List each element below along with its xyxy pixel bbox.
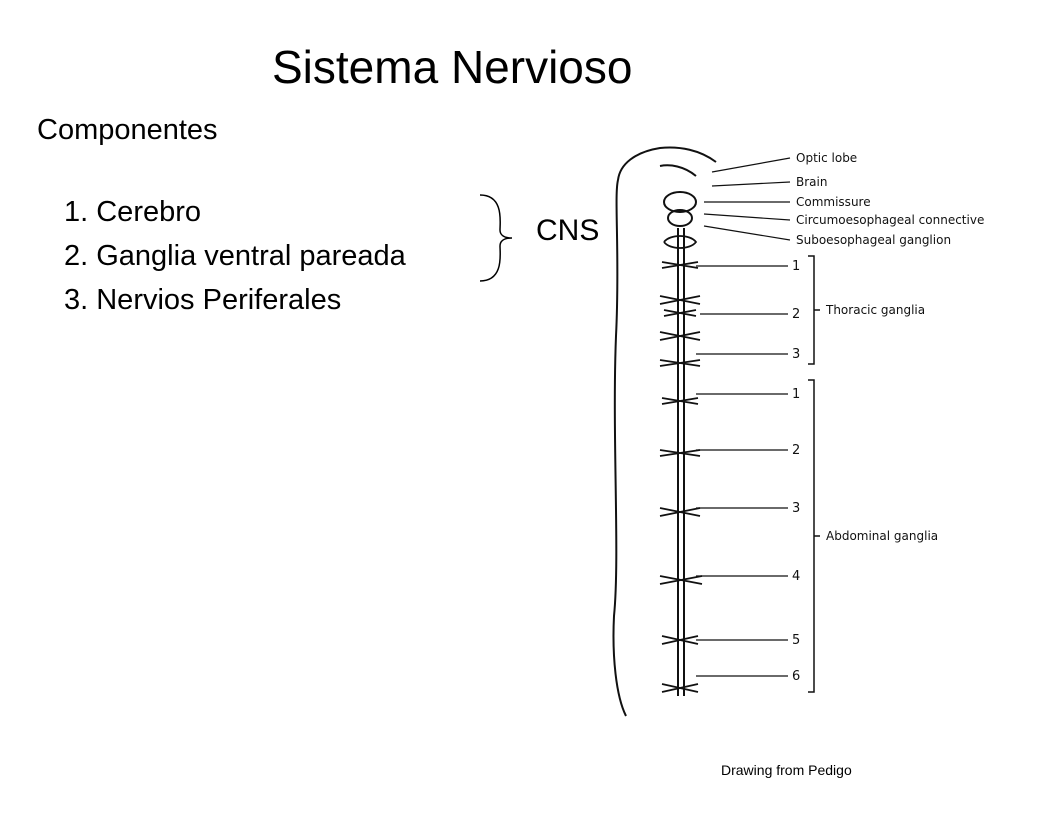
abdominal-number: 6 [792, 669, 800, 684]
slide-title: Sistema Nervioso [272, 41, 633, 93]
list-item: 2. Ganglia ventral pareada [64, 240, 406, 272]
label-thoracic-ganglia: Thoracic ganglia [825, 303, 925, 317]
list-item: 1. Cerebro [64, 196, 202, 228]
nervous-system-diagram: Optic lobe Brain Commissure Circumoesoph… [612, 146, 984, 717]
curly-brace-icon [479, 194, 513, 282]
abdominal-number: 5 [792, 633, 800, 648]
abdominal-number: 4 [792, 569, 800, 584]
label-abdominal-ganglia: Abdominal ganglia [826, 529, 938, 543]
nerve-cord [677, 228, 685, 696]
cns-label: CNS [536, 214, 600, 247]
section-subtitle: Componentes [37, 114, 218, 146]
label-brain: Brain [796, 175, 827, 189]
body-outline [612, 146, 717, 717]
image-credit: Drawing from Pedigo [721, 762, 852, 778]
abdominal-number: 2 [792, 443, 800, 458]
abdominal-number: 3 [792, 501, 800, 516]
label-commissure: Commissure [796, 195, 871, 209]
thoracic-number: 3 [792, 347, 800, 362]
label-optic-lobe: Optic lobe [796, 151, 857, 165]
thoracic-number: 1 [792, 259, 800, 274]
label-circumoesophageal: Circumoesophageal connective [796, 213, 984, 227]
list-item: 3. Nervios Periferales [64, 284, 342, 316]
label-suboesophageal: Suboesophageal ganglion [796, 233, 951, 247]
abdominal-number: 1 [792, 387, 800, 402]
thoracic-number: 2 [792, 307, 800, 322]
